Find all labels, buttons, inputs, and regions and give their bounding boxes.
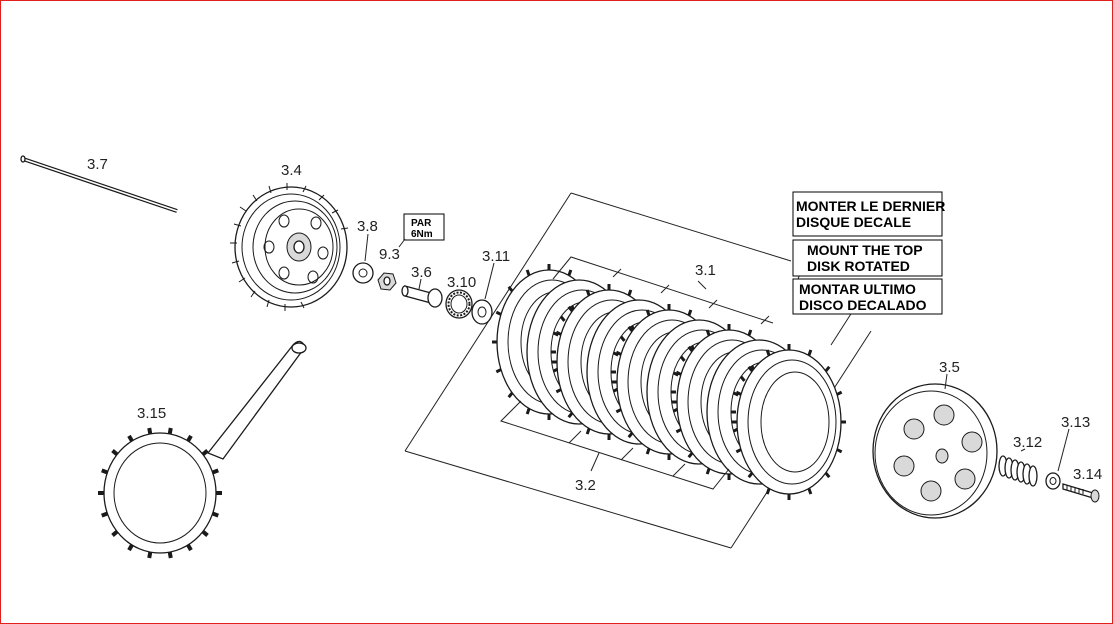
tool-tooth [167, 551, 173, 559]
tool-tooth [101, 511, 109, 518]
label-3-5: 3.5 [939, 359, 960, 376]
part-3-12-spring [998, 455, 1038, 487]
label-3-11: 3.11 [482, 248, 510, 265]
label-3-2: 3.2 [575, 477, 596, 494]
tool-tooth [211, 511, 219, 518]
tool-tooth [147, 551, 153, 559]
friction-plate [732, 344, 846, 500]
torque-tag-box [403, 213, 445, 241]
label-3-4: 3.4 [281, 162, 302, 179]
label-3-1: 3.1 [695, 262, 716, 279]
note-fr: MONTER LE DERNIER DISQUE DECALE [792, 191, 945, 237]
part-3-8-washer [352, 262, 374, 284]
tool-tooth [101, 468, 109, 475]
note-en: MOUNT THE TOP DISK ROTATED [792, 239, 943, 277]
part-3-13-washer [1045, 472, 1061, 490]
label-3-10: 3.10 [447, 274, 476, 291]
note-fr-line2: DISQUE DECALE [796, 214, 911, 230]
part-3-6-pin [401, 285, 443, 308]
note-en-line1: MOUNT THE TOP [807, 242, 923, 258]
tool-tooth [201, 449, 209, 456]
note-es-line1: MONTAR ULTIMO [799, 281, 916, 297]
torque-tag-line2: 6Nm [411, 229, 433, 240]
label-3-14: 3.14 [1073, 466, 1102, 483]
bracket-3-2 [500, 400, 730, 490]
note-es: MONTAR ULTIMO DISCO DECALADO [792, 278, 943, 315]
label-3-13: 3.13 [1061, 414, 1090, 431]
torque-tag-line1: PAR [411, 218, 432, 229]
part-3-11-washer [471, 299, 493, 325]
tool-tooth [201, 530, 209, 537]
note-es-line2: DISCO DECALADO [799, 297, 927, 313]
label-9-3: 9.3 [379, 246, 400, 263]
label-3-7: 3.7 [87, 156, 108, 173]
tool-tooth [127, 434, 134, 443]
clutch-pack-outline [404, 192, 872, 549]
tool-tooth [127, 543, 134, 552]
clutch-plate-stack [492, 264, 846, 500]
tool-tooth [186, 434, 193, 443]
label-3-12: 3.12 [1013, 434, 1042, 451]
label-3-8: 3.8 [357, 218, 378, 235]
part-3-7-rod [20, 155, 178, 213]
tool-tooth [147, 427, 153, 435]
label-3-6: 3.6 [411, 264, 432, 281]
tool-tooth [111, 530, 119, 537]
part-3-14-screw [1062, 483, 1100, 503]
bracket-3-1 [552, 256, 774, 325]
part-3-5-pressure-plate [872, 383, 998, 519]
tool-tooth [186, 543, 193, 552]
tool-3-15-teeth [98, 427, 222, 559]
tool-tooth [111, 449, 119, 456]
tool-tooth [211, 468, 219, 475]
part-3-4-clutch-hub [230, 183, 349, 311]
note-fr-line1: MONTER LE DERNIER [796, 198, 945, 214]
part-3-10-bearing [445, 289, 473, 319]
part-3-15-holding-tool [103, 340, 307, 554]
part-9-3-nut [377, 272, 397, 291]
tool-tooth [167, 427, 173, 435]
label-3-15: 3.15 [137, 405, 166, 422]
note-en-line2: DISK ROTATED [807, 258, 910, 274]
